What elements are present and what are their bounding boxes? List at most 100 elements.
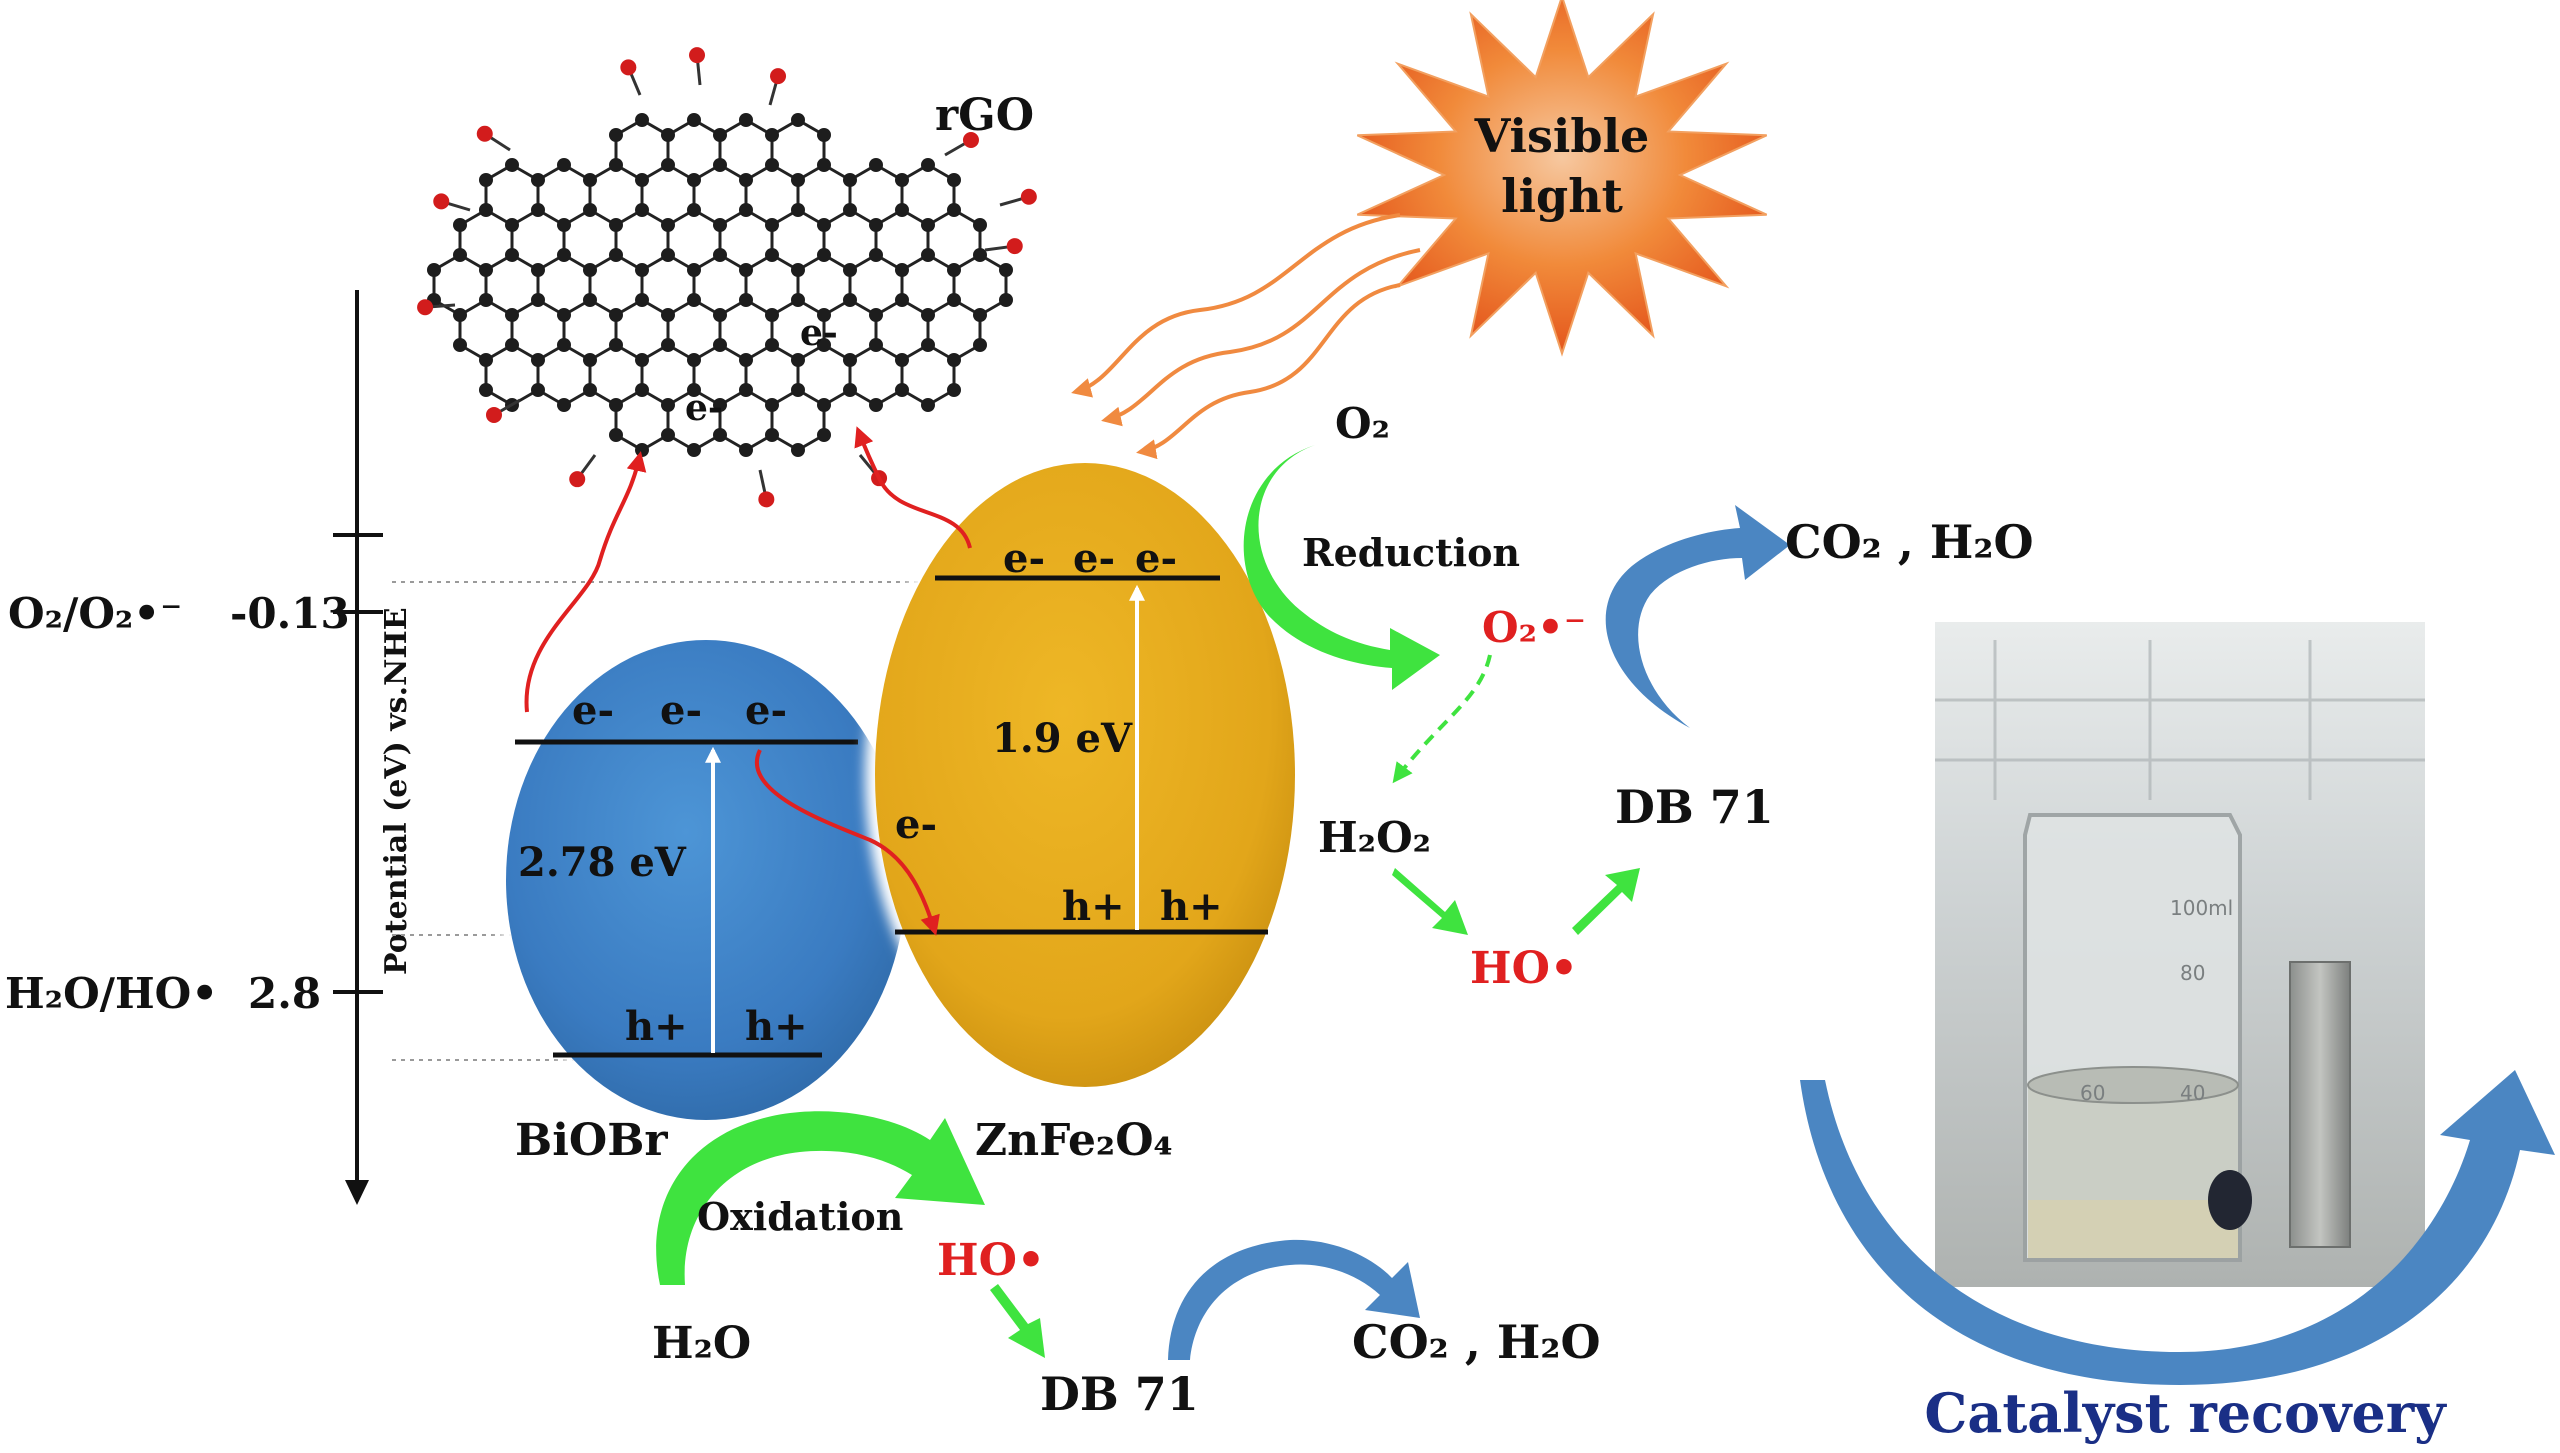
rgo-carbon-atom <box>427 263 441 277</box>
oxidation-pathway: Oxidation HO• H₂O DB 71 CO₂ , H₂O <box>652 1111 1601 1421</box>
rgo-carbon-atom <box>583 263 597 277</box>
rgo-carbon-atom <box>817 248 831 262</box>
rgo-carbon-atom <box>895 203 909 217</box>
rgo-carbon-atom <box>505 338 519 352</box>
rgo-carbon-atom <box>791 383 805 397</box>
biobr-hole-1: h+ <box>625 1003 688 1050</box>
rgo-carbon-atom <box>661 428 675 442</box>
rgo-carbon-atom <box>817 158 831 172</box>
beaker-mark-40: 40 <box>2180 1081 2205 1105</box>
rgo-carbon-atom <box>921 338 935 352</box>
rgo-carbon-atom <box>687 443 701 457</box>
rgo-carbon-atom <box>713 428 727 442</box>
rgo-carbon-atom <box>687 383 701 397</box>
rgo-carbon-atom <box>843 353 857 367</box>
rgo-carbon-atom <box>817 308 831 322</box>
rgo-carbon-atom <box>947 383 961 397</box>
rgo-carbon-atom <box>869 398 883 412</box>
rgo-carbon-atom <box>843 203 857 217</box>
rgo-carbon-atom <box>687 203 701 217</box>
rgo-carbon-atom <box>765 338 779 352</box>
rgo-carbon-atom <box>453 338 467 352</box>
rgo-carbon-atom <box>713 128 727 142</box>
rgo-oxygen-atom <box>689 47 706 64</box>
rgo-carbon-atom <box>635 113 649 127</box>
rgo-carbon-atom <box>505 158 519 172</box>
electron-transfer-arrows <box>524 426 972 936</box>
rgo-carbon-atom <box>947 203 961 217</box>
rgo-carbon-atom <box>895 173 909 187</box>
biobr-electron-2: e- <box>660 687 702 734</box>
znfe2o4-electron-3: e- <box>1135 535 1177 582</box>
rgo-carbon-atom <box>635 353 649 367</box>
rgo-oxygen-atom <box>962 131 979 148</box>
rgo-carbon-atom <box>661 248 675 262</box>
rgo-carbon-atom <box>921 398 935 412</box>
rgo-carbon-atom <box>687 353 701 367</box>
rgo-electron-2: e- <box>685 387 723 429</box>
rgo-oxygen-atom <box>485 406 502 423</box>
rgo-graphene-sheet <box>417 47 1037 508</box>
o2-redox-label: O₂/O₂•⁻ <box>8 589 182 638</box>
oxidation-ho-radical: HO• <box>937 1235 1045 1286</box>
rgo-carbon-atom <box>869 248 883 262</box>
znfe2o4-electron-1: e- <box>1003 535 1045 582</box>
rgo-carbon-atom <box>765 218 779 232</box>
rgo-carbon-atom <box>817 218 831 232</box>
rgo-carbon-atom <box>583 293 597 307</box>
rgo-oxygen-atom <box>758 491 775 508</box>
rgo-carbon-atom <box>869 338 883 352</box>
o2-redox-value: -0.13 <box>230 589 350 638</box>
oxidation-green-arrow <box>656 1111 985 1285</box>
rgo-carbon-atom <box>453 248 467 262</box>
reduction-pathway: O₂ Reduction O₂•⁻ H₂O₂ HO• DB 71 CO₂ , H… <box>1243 399 2034 994</box>
rgo-carbon-atom <box>453 218 467 232</box>
rgo-carbon-atom <box>739 383 753 397</box>
oxidation-ho-to-db71-arrow <box>990 1284 1045 1358</box>
biobr-electron-3: e- <box>745 687 787 734</box>
potential-o2: O₂/O₂•⁻ -0.13 <box>8 589 350 638</box>
superoxide-radical: O₂•⁻ <box>1482 603 1586 652</box>
rgo-carbon-atom <box>739 173 753 187</box>
rgo-carbon-atom <box>921 158 935 172</box>
oxidation-products: CO₂ , H₂O <box>1352 1315 1601 1369</box>
reduction-db71: DB 71 <box>1615 780 1774 834</box>
rgo-carbon-atom <box>583 203 597 217</box>
rgo-carbon-atom <box>531 173 545 187</box>
rgo-carbon-atom <box>531 203 545 217</box>
oxidation-db71: DB 71 <box>1040 1367 1199 1421</box>
rgo-carbon-atom <box>869 308 883 322</box>
rgo-carbon-atom <box>973 248 987 262</box>
rgo-carbon-atom <box>557 158 571 172</box>
rgo-carbon-atom <box>843 173 857 187</box>
rgo-carbon-atom <box>479 263 493 277</box>
rgo-oxygen-atom <box>1006 238 1023 255</box>
znfe2o4-particle: e- e- e- 1.9 eV h+ h+ <box>865 457 1305 1093</box>
rgo-carbon-atom <box>609 398 623 412</box>
rgo-carbon-atom <box>635 293 649 307</box>
rgo-carbon-atom <box>947 173 961 187</box>
beaker-mark-80: 80 <box>2180 961 2205 985</box>
rgo-carbon-atom <box>479 173 493 187</box>
rgo-carbon-atom <box>661 158 675 172</box>
rgo-oxygen-atom <box>476 125 493 142</box>
rgo-carbon-atom <box>765 158 779 172</box>
rgo-carbon-atom <box>921 308 935 322</box>
rgo-carbon-atom <box>635 173 649 187</box>
rgo-carbon-atom <box>999 263 1013 277</box>
rgo-carbon-atom <box>765 308 779 322</box>
recovery-title: Catalyst recovery <box>1924 1381 2447 1445</box>
reduction-products: CO₂ , H₂O <box>1785 515 2034 569</box>
rgo-carbon-atom <box>583 353 597 367</box>
rgo-carbon-atom <box>843 383 857 397</box>
rgo-carbon-atom <box>453 308 467 322</box>
rgo-carbon-atom <box>609 428 623 442</box>
rgo-carbon-atom <box>895 383 909 397</box>
rgo-carbon-atom <box>557 248 571 262</box>
rgo-carbon-atom <box>947 263 961 277</box>
reduction-o2: O₂ <box>1335 399 1390 448</box>
znfe2o4-electron-2: e- <box>1073 535 1115 582</box>
rgo-carbon-atom <box>531 383 545 397</box>
rgo-carbon-atom <box>817 338 831 352</box>
